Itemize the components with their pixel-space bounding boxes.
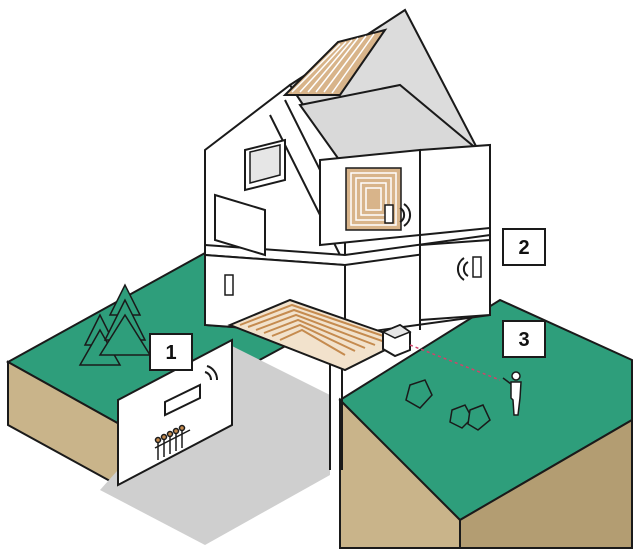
thermostat-icon — [225, 275, 233, 295]
thermostat-icon — [385, 205, 393, 223]
callout-2: 2 — [503, 229, 545, 265]
svg-text:2: 2 — [518, 237, 529, 259]
callout-3: 3 — [503, 321, 545, 357]
house — [205, 10, 500, 380]
heat-pump-icon — [383, 325, 410, 356]
svg-text:1: 1 — [165, 342, 176, 364]
callout-1: 1 — [150, 334, 192, 370]
svg-text:3: 3 — [518, 329, 529, 351]
thermostat-icon — [473, 257, 481, 277]
